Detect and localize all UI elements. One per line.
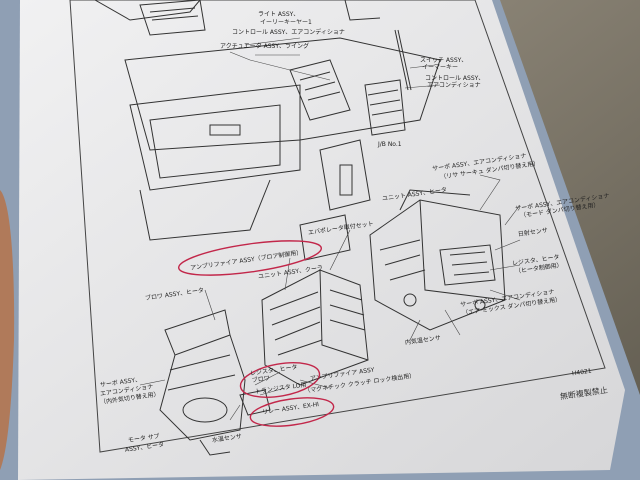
label-light-assy: ライト ASSY、 — [258, 11, 300, 18]
page-border — [69, 0, 606, 453]
label-control-assy-sub: エアコンディショナ — [427, 82, 481, 89]
annotation-circle-amp — [177, 240, 323, 276]
label-ac-control: コントロール ASSY、エアコンディショナ — [232, 29, 345, 36]
label-jb: J/B No.1 — [378, 141, 402, 148]
leader-lines — [139, 37, 521, 421]
label-light-assy-sub: イーリーキーヤー1 — [260, 19, 312, 26]
blower-drawing — [159, 309, 271, 456]
label-switch-assy-sub: イーマーキー — [422, 64, 459, 71]
label-switch-assy: スイッチ ASSY、 — [420, 57, 468, 64]
annotation-circle-transistor — [239, 362, 321, 398]
paper-sheet — [18, 0, 625, 480]
dashboard-drawing — [94, 0, 441, 241]
label-actuator: アクチュエータ ASSY、ライング — [220, 43, 309, 50]
annotation-circle-relay — [249, 397, 335, 427]
label-control-assy: コントロール ASSY、 — [425, 75, 485, 82]
cooler-unit-drawing — [261, 214, 369, 386]
red-annotations — [177, 240, 335, 427]
heater-unit-drawing — [369, 189, 506, 331]
finger — [0, 190, 15, 470]
